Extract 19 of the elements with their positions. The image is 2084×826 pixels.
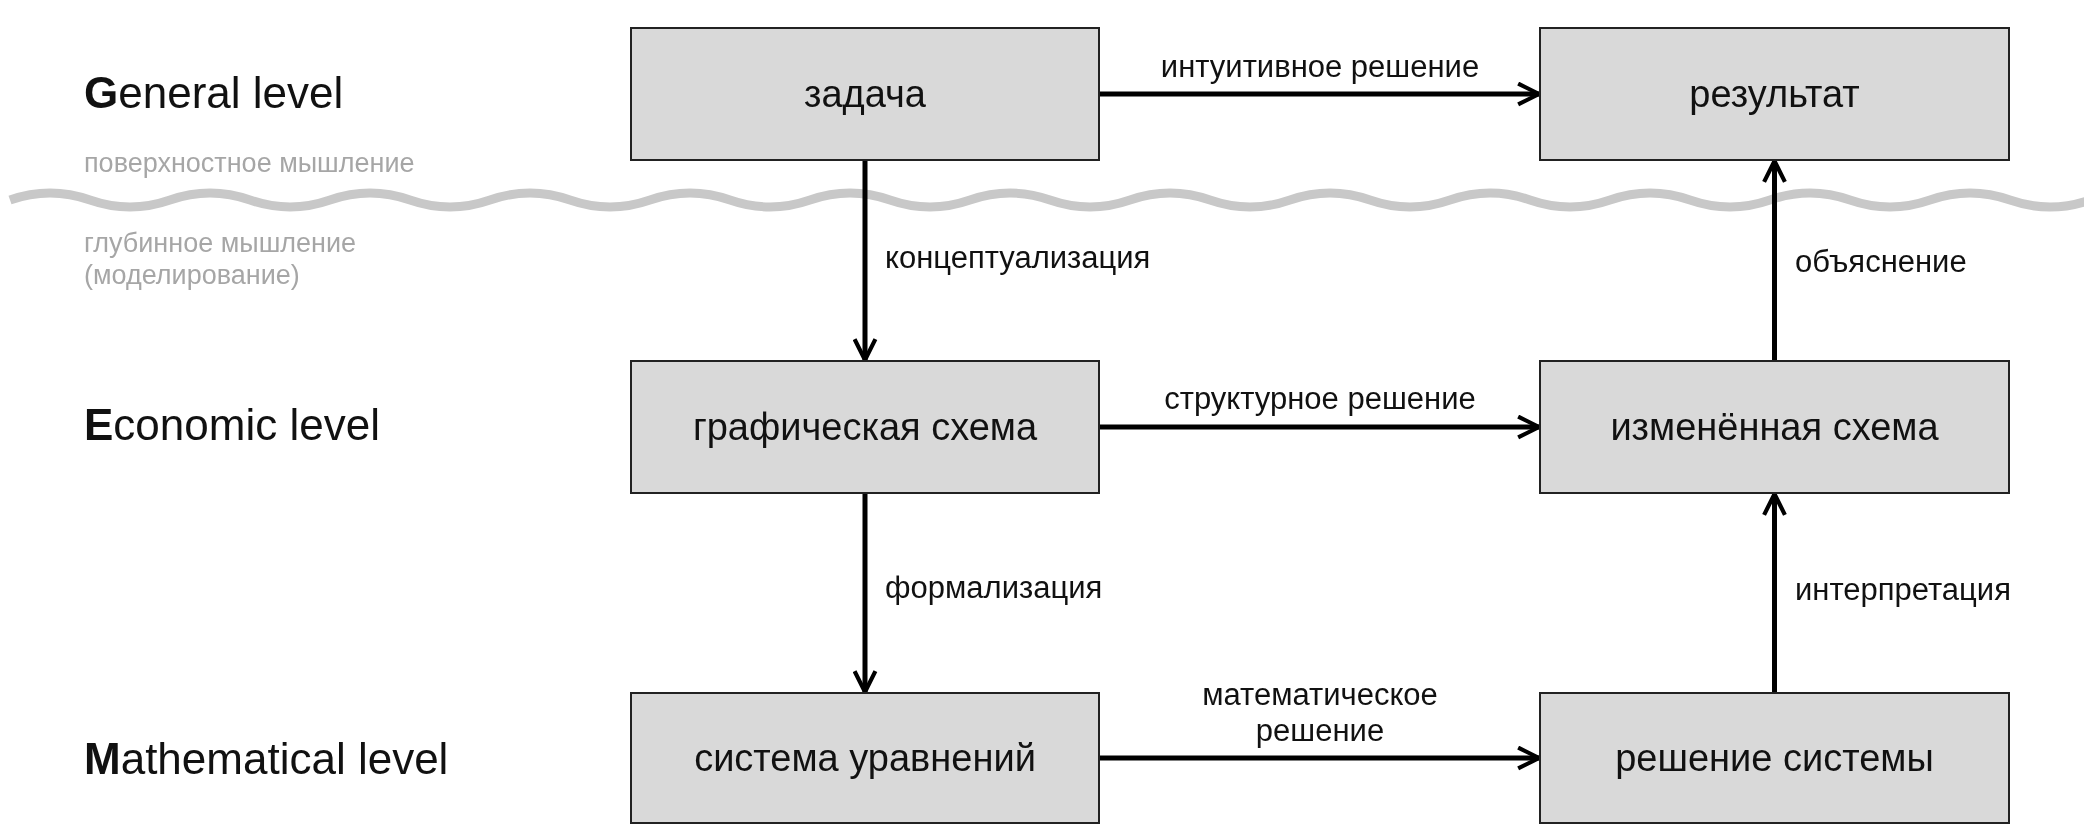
process-box [630,692,1100,824]
box-label: результат [1688,71,1861,117]
box-label: изменённая схема [1609,404,1940,450]
level-label: General level [84,68,344,118]
note-text: глубинное мышление (моделирование) [84,227,358,292]
box-label: задача [803,71,927,117]
note-text: поверхностное мышление [84,147,416,180]
process-box [630,27,1100,161]
box-label: графическая схема [691,404,1039,450]
arrow [852,494,878,695]
box-label: решение системы [1614,735,1935,781]
arrow [852,161,878,363]
process-box [1539,692,2010,824]
box-label: система уравнений [693,735,1037,781]
level-label: Economic level [84,400,380,450]
process-box [1539,27,2010,161]
process-box [630,360,1100,494]
level-label: Mathematical level [84,734,449,784]
process-box [1539,360,2010,494]
